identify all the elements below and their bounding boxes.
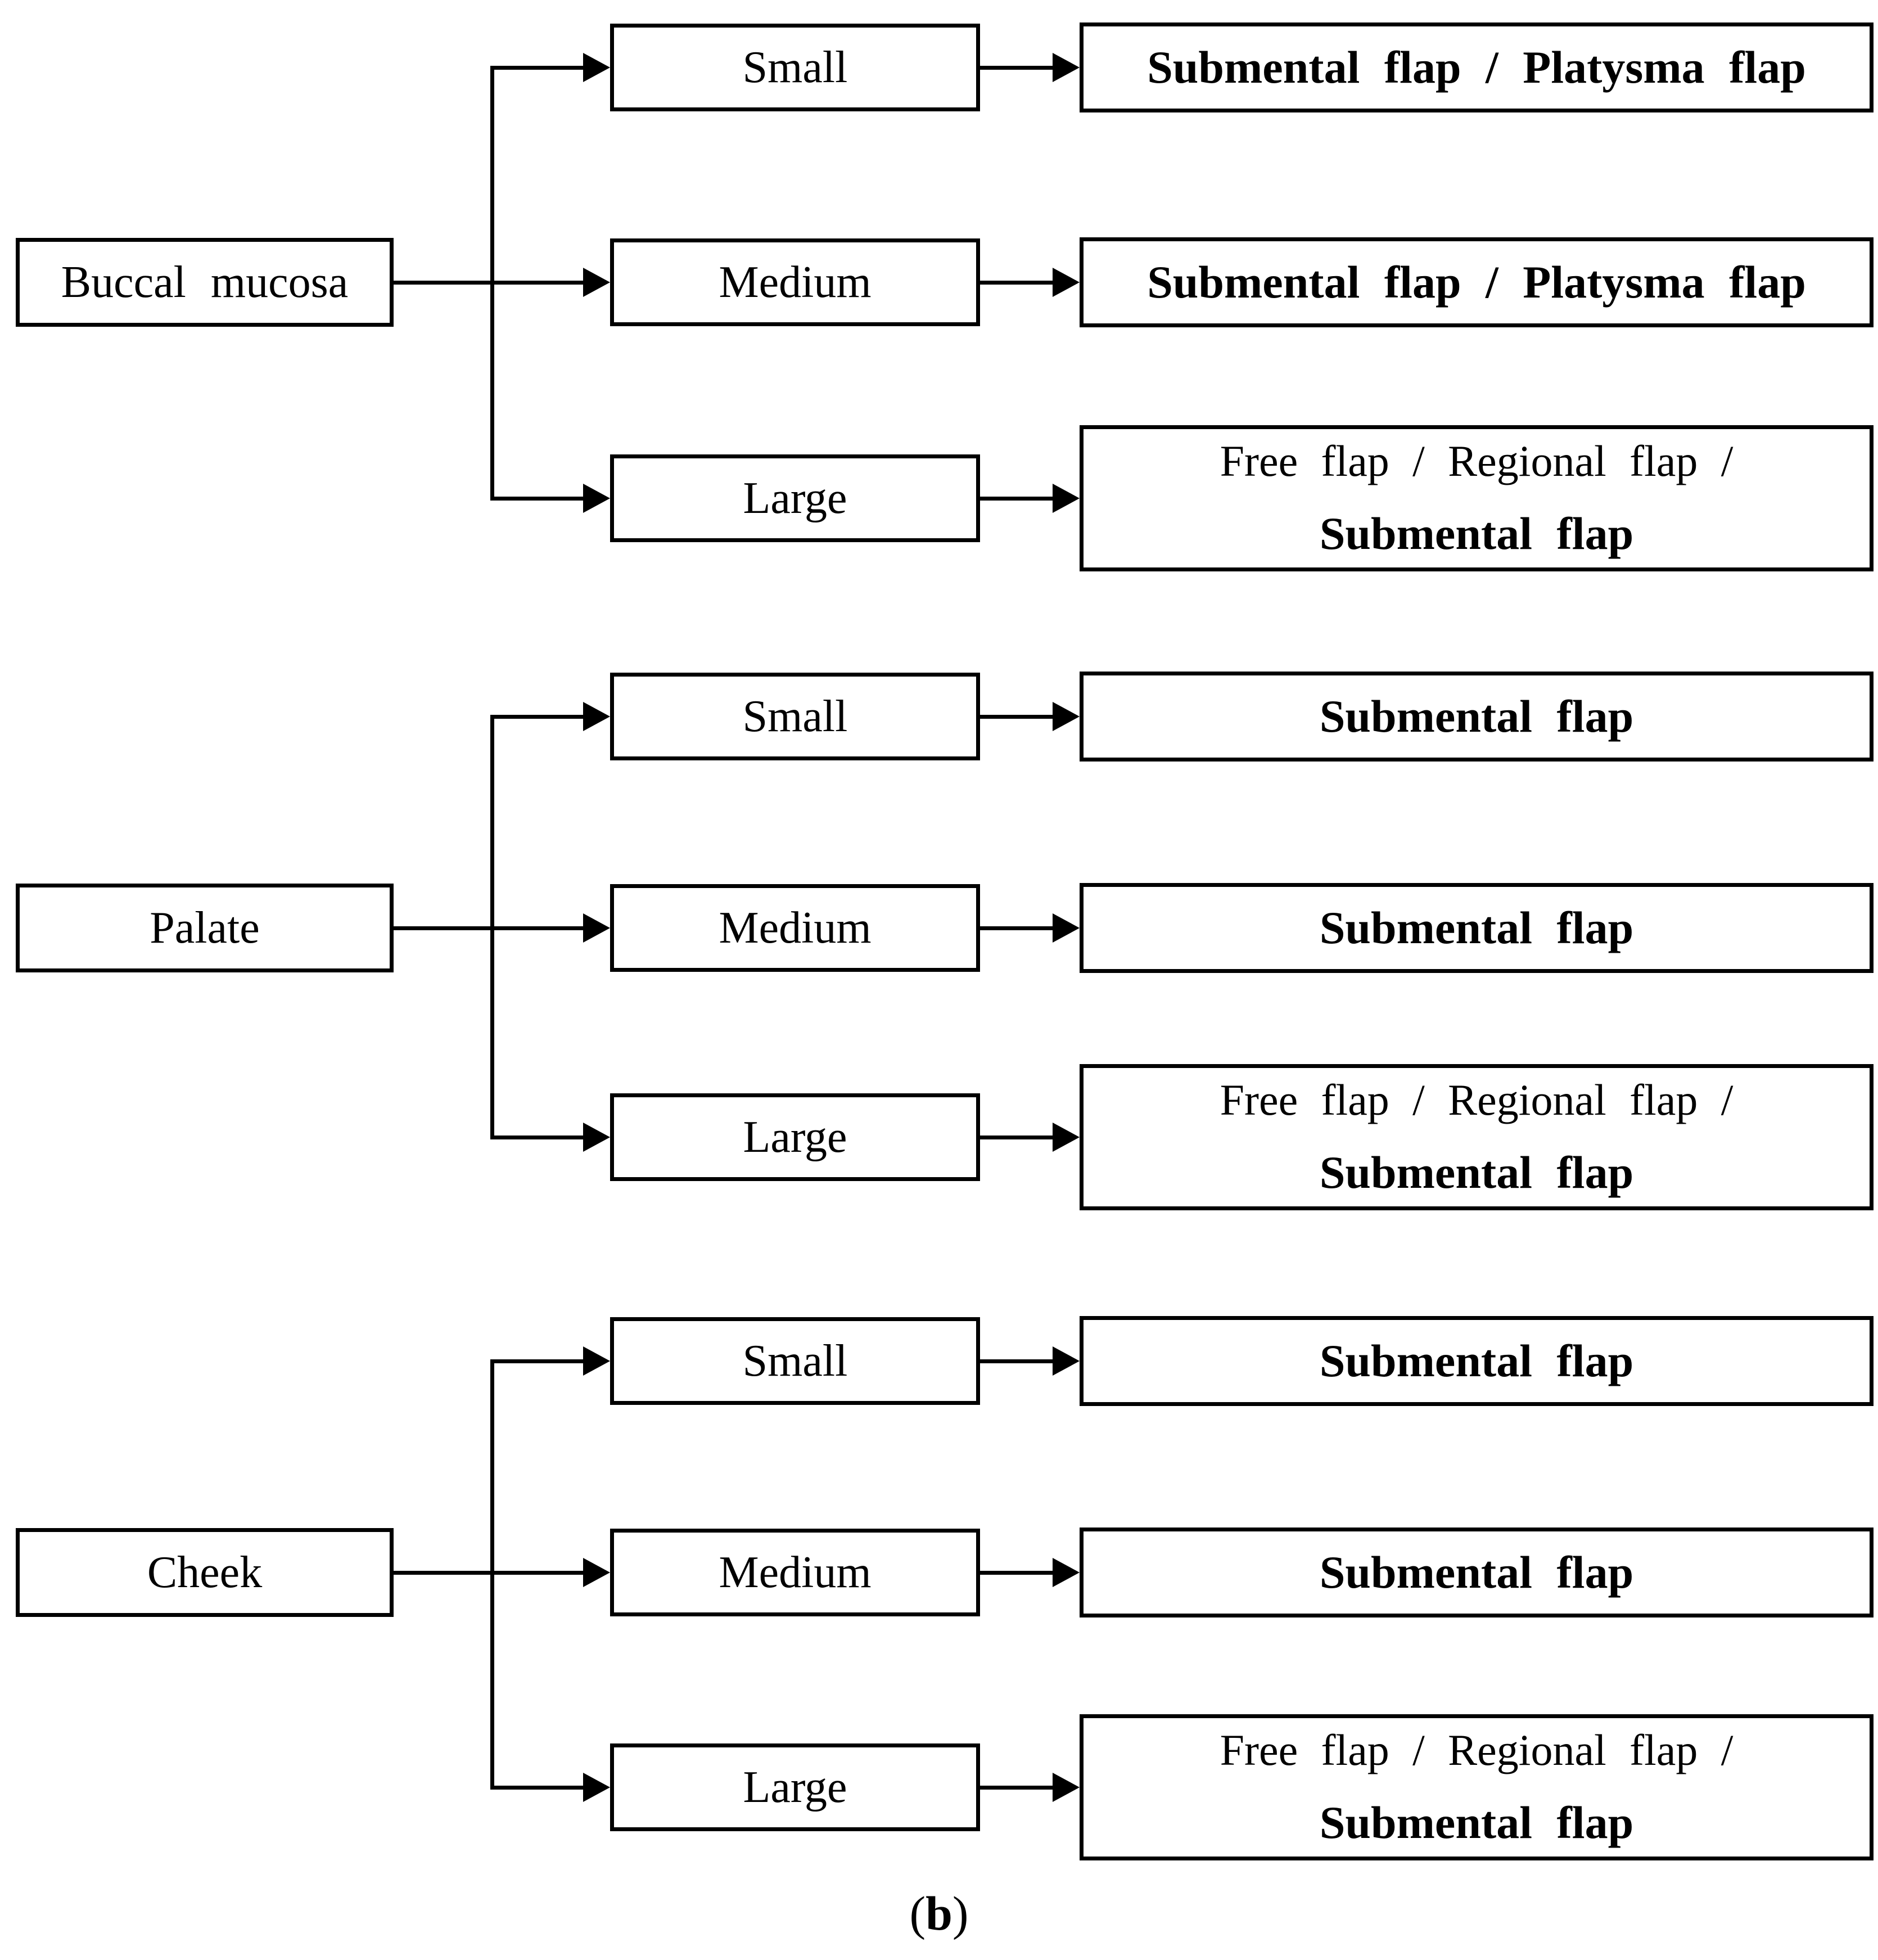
connector-line	[980, 1786, 1055, 1790]
size-label: Medium	[719, 1547, 872, 1597]
source-box-cheek: Cheek	[16, 1528, 394, 1617]
arrowhead-icon	[1053, 913, 1080, 943]
connector-line	[980, 281, 1055, 285]
result-box-palate-large: Free flap / Regional flap / Submental fl…	[1080, 1064, 1874, 1210]
size-box-palate-medium: Medium	[610, 884, 980, 972]
size-box-buccal-medium: Medium	[610, 238, 980, 326]
connector-trunk-line	[490, 1359, 494, 1790]
arrowhead-icon	[583, 484, 610, 513]
connector-line	[980, 1359, 1055, 1363]
result-line: Submental flap	[1319, 1796, 1634, 1848]
connector-line	[980, 1571, 1055, 1575]
arrowhead-icon	[583, 702, 610, 731]
connector-trunk-line	[490, 715, 494, 1139]
result-line: Submental flap	[1319, 691, 1634, 742]
arrowhead-icon	[1053, 702, 1080, 731]
arrowhead-icon	[1053, 268, 1080, 297]
source-label: Palate	[150, 903, 260, 953]
result-box-buccal-small: Submental flap / Platysma flap	[1080, 22, 1874, 112]
arrowhead-icon	[583, 1346, 610, 1376]
size-label: Small	[742, 1336, 848, 1386]
caption-letter: b	[926, 1886, 952, 1940]
source-label: Buccal mucosa	[61, 257, 349, 307]
size-label: Large	[743, 1762, 847, 1812]
size-box-cheek-large: Large	[610, 1743, 980, 1831]
result-line: Submental flap	[1319, 1335, 1634, 1387]
result-line: Submental flap	[1319, 507, 1634, 559]
arrowhead-icon	[1053, 1558, 1080, 1587]
caption-paren-close: )	[952, 1886, 969, 1940]
arrowhead-icon	[583, 1773, 610, 1802]
arrowhead-icon	[1053, 484, 1080, 513]
result-line: Free flap / Regional flap /	[1220, 1725, 1733, 1775]
result-line: Submental flap / Platysma flap	[1147, 42, 1806, 93]
connector-line	[980, 926, 1055, 930]
result-box-palate-medium: Submental flap	[1080, 883, 1874, 973]
size-label: Medium	[719, 903, 872, 953]
size-box-cheek-medium: Medium	[610, 1529, 980, 1616]
size-box-palate-large: Large	[610, 1093, 980, 1181]
connector-trunk-line	[490, 66, 494, 501]
result-line: Free flap / Regional flap /	[1220, 1075, 1733, 1125]
connector-line	[980, 715, 1055, 719]
result-line: Submental flap / Platysma flap	[1147, 256, 1806, 308]
arrowhead-icon	[583, 53, 610, 82]
result-box-palate-small: Submental flap	[1080, 672, 1874, 762]
size-box-palate-small: Small	[610, 673, 980, 760]
connector-line	[490, 715, 586, 719]
connector-line	[980, 497, 1055, 501]
connector-line	[490, 497, 586, 501]
size-label: Small	[742, 42, 848, 92]
result-box-buccal-large: Free flap / Regional flap / Submental fl…	[1080, 425, 1874, 571]
arrowhead-icon	[1053, 53, 1080, 82]
connector-line	[980, 66, 1055, 70]
arrowhead-icon	[1053, 1773, 1080, 1802]
result-box-cheek-large: Free flap / Regional flap / Submental fl…	[1080, 1714, 1874, 1860]
result-box-cheek-small: Submental flap	[1080, 1316, 1874, 1406]
result-line: Submental flap	[1319, 1146, 1634, 1198]
result-line: Submental flap	[1319, 1547, 1634, 1598]
connector-line	[394, 1571, 586, 1575]
connector-line	[490, 1359, 586, 1363]
result-box-buccal-medium: Submental flap / Platysma flap	[1080, 237, 1874, 327]
connector-line	[980, 1136, 1055, 1139]
result-box-cheek-medium: Submental flap	[1080, 1528, 1874, 1617]
size-label: Large	[743, 473, 847, 523]
arrowhead-icon	[583, 268, 610, 297]
connector-line	[394, 926, 586, 930]
size-label: Medium	[719, 257, 872, 307]
source-box-palate: Palate	[16, 884, 394, 972]
figure-caption: (b)	[827, 1885, 1051, 1941]
size-box-buccal-large: Large	[610, 454, 980, 542]
connector-line	[490, 66, 586, 70]
arrowhead-icon	[1053, 1123, 1080, 1152]
source-box-buccal-mucosa: Buccal mucosa	[16, 238, 394, 327]
connector-line	[490, 1136, 586, 1139]
result-line: Free flap / Regional flap /	[1220, 436, 1733, 486]
result-line: Submental flap	[1319, 902, 1634, 954]
source-label: Cheek	[147, 1547, 263, 1597]
connector-line	[394, 281, 586, 285]
caption-paren-open: (	[909, 1886, 926, 1940]
size-box-cheek-small: Small	[610, 1317, 980, 1405]
size-label: Large	[743, 1112, 847, 1162]
arrowhead-icon	[583, 913, 610, 943]
connector-line	[490, 1786, 586, 1790]
size-label: Small	[742, 691, 848, 741]
arrowhead-icon	[583, 1558, 610, 1587]
arrowhead-icon	[1053, 1346, 1080, 1376]
arrowhead-icon	[583, 1123, 610, 1152]
size-box-buccal-small: Small	[610, 24, 980, 111]
